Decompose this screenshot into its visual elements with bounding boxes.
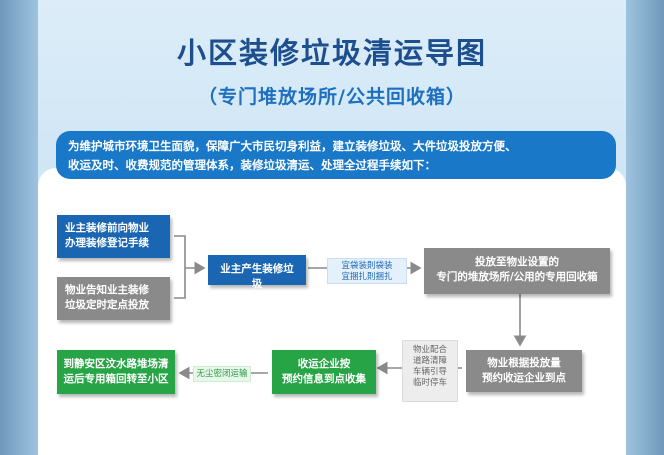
- poster-title: 小区装修垃圾清运导图: [176, 36, 487, 70]
- note-property-coord: 物业配合 道路清障 车辆引导 临时停车: [402, 340, 458, 402]
- step-owner-produce: 业主产生装修垃圾: [208, 255, 306, 290]
- step-property-book: 物业根据投放量 预约收运企业到点: [466, 350, 582, 392]
- step-deposit: 投放至物业设置的 专门的堆放场所/公用的专用回收箱: [424, 248, 610, 294]
- step-property-inform: 物业告知业主装修 垃圾定时定点投放: [57, 277, 170, 320]
- intro-line-2: 收运及时、收费规范的管理体系，装修垃圾清运、处理全过程手续如下：: [68, 158, 436, 172]
- step-owner-register: 业主装修前向物业 办理装修登记手续: [57, 215, 170, 258]
- step-collector: 收运企业按 预约信息到点收集: [272, 350, 376, 394]
- right-frame: [626, 0, 664, 455]
- connector-bracket: [174, 235, 186, 299]
- poster-subtitle: （专门堆放场所/公共回收箱）: [198, 86, 466, 108]
- intro-line-1: 为维护城市环境卫生面貌，保障广大市民切身利益，建立装修垃圾、大件垃圾投放方便、: [68, 139, 517, 153]
- intro-banner: 为维护城市环境卫生面貌，保障广大市民切身利益，建立装修垃圾、大件垃圾投放方便、 …: [56, 131, 616, 179]
- note-dustfree: 无尘密闭运输: [193, 366, 251, 382]
- left-frame: [0, 0, 38, 455]
- note-bagging: 宜袋装則袋装 宜捆扎則捆扎: [327, 258, 407, 284]
- step-transfer: 到静安区汶水路堆场清 运后专用箱回转至小区: [57, 350, 175, 394]
